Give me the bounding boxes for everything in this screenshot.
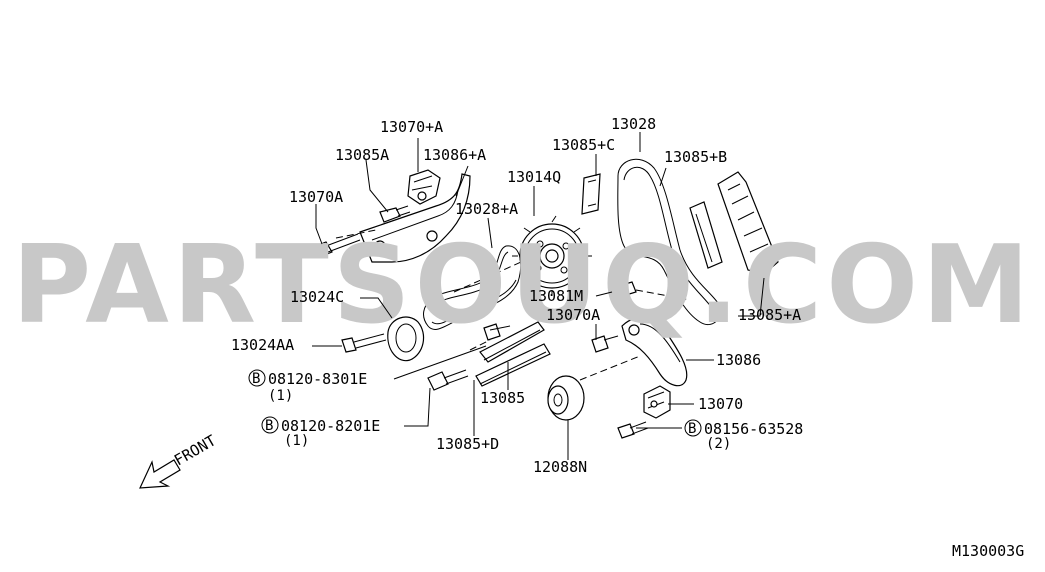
bolt-marker-63528: B — [684, 419, 702, 437]
label-13024aa[interactable]: 13024AA — [231, 336, 294, 354]
guide-plate-13085c — [581, 173, 601, 215]
bolt-08156-63528 — [617, 421, 649, 439]
ring-13024c — [387, 316, 425, 362]
part-labels: 13070+A 13085A 13086+A 13070A 13028+A 13… — [231, 115, 803, 476]
bolt-marker-b: B — [265, 418, 273, 434]
bolt-marker-b: B — [688, 421, 696, 437]
diagram-code: M130003G — [952, 542, 1024, 560]
bolt-13070a-left — [315, 233, 361, 257]
chain-guide-13085a — [717, 171, 779, 275]
label-13085a[interactable]: 13085A — [335, 146, 389, 164]
parts-illustration — [315, 158, 779, 439]
label-13028-plus-a[interactable]: 13028+A — [455, 200, 518, 218]
label-13085-plus-c[interactable]: 13085+C — [552, 136, 615, 154]
bolt-marker-8201e: B — [261, 416, 279, 434]
watermark: PARTSOUQ.COM — [12, 223, 1033, 348]
label-13070[interactable]: 13070 — [698, 395, 743, 413]
label-13024c[interactable]: 13024C — [290, 288, 344, 306]
chain-guide-13086a — [359, 173, 471, 263]
label-13081m[interactable]: 13081M — [529, 287, 583, 305]
bolt-13024aa — [341, 333, 387, 353]
label-13070a-mid[interactable]: 13070A — [546, 306, 600, 324]
chain-guide-13085b — [689, 201, 723, 269]
label-08120-8301e[interactable]: 08120-8301E — [268, 370, 367, 388]
label-08120-8201e-qty: (1) — [284, 433, 309, 449]
pulley-12088n — [547, 375, 585, 421]
front-label: FRONT — [171, 431, 219, 469]
label-08120-8301e-qty: (1) — [268, 388, 293, 404]
chain-guide-13085 — [475, 321, 551, 387]
upper-tensioner — [407, 169, 441, 205]
label-13070a-left[interactable]: 13070A — [289, 188, 343, 206]
bolt-13085a — [379, 205, 411, 223]
label-13086[interactable]: 13086 — [716, 351, 761, 369]
label-13070-plus-a[interactable]: 13070+A — [380, 118, 443, 136]
label-08156-63528-qty: (2) — [706, 436, 731, 452]
label-13085-plus-a[interactable]: 13085+A — [738, 306, 801, 324]
bolt-marker-b: B — [252, 371, 260, 387]
label-08156-63528[interactable]: 08156-63528 — [704, 420, 803, 438]
label-13085[interactable]: 13085 — [480, 389, 525, 407]
front-arrow-icon — [139, 459, 181, 489]
label-13085-plus-d[interactable]: 13085+D — [436, 435, 499, 453]
bolt-08120-8201e — [427, 369, 469, 391]
label-12088n[interactable]: 12088N — [533, 458, 587, 476]
label-08120-8201e[interactable]: 08120-8201E — [281, 417, 380, 435]
alignment-lines — [335, 229, 691, 381]
chain-13028a — [423, 245, 522, 330]
label-13085-plus-b[interactable]: 13085+B — [664, 148, 727, 166]
label-13014q[interactable]: 13014Q — [507, 168, 561, 186]
cam-sprocket-13014q — [512, 215, 592, 296]
bolt-13081m — [611, 281, 637, 299]
bolt-08120-8301e — [483, 323, 511, 341]
label-13086-plus-a[interactable]: 13086+A — [423, 146, 486, 164]
main-chain-13028 — [617, 158, 722, 326]
tensioner-13070 — [643, 385, 671, 419]
leader-lines — [312, 132, 765, 460]
tensioner-arm-13086 — [621, 317, 688, 387]
front-arrow: FRONT — [139, 431, 219, 489]
bolt-marker-8301e: B — [248, 369, 266, 387]
label-13028[interactable]: 13028 — [611, 115, 656, 133]
